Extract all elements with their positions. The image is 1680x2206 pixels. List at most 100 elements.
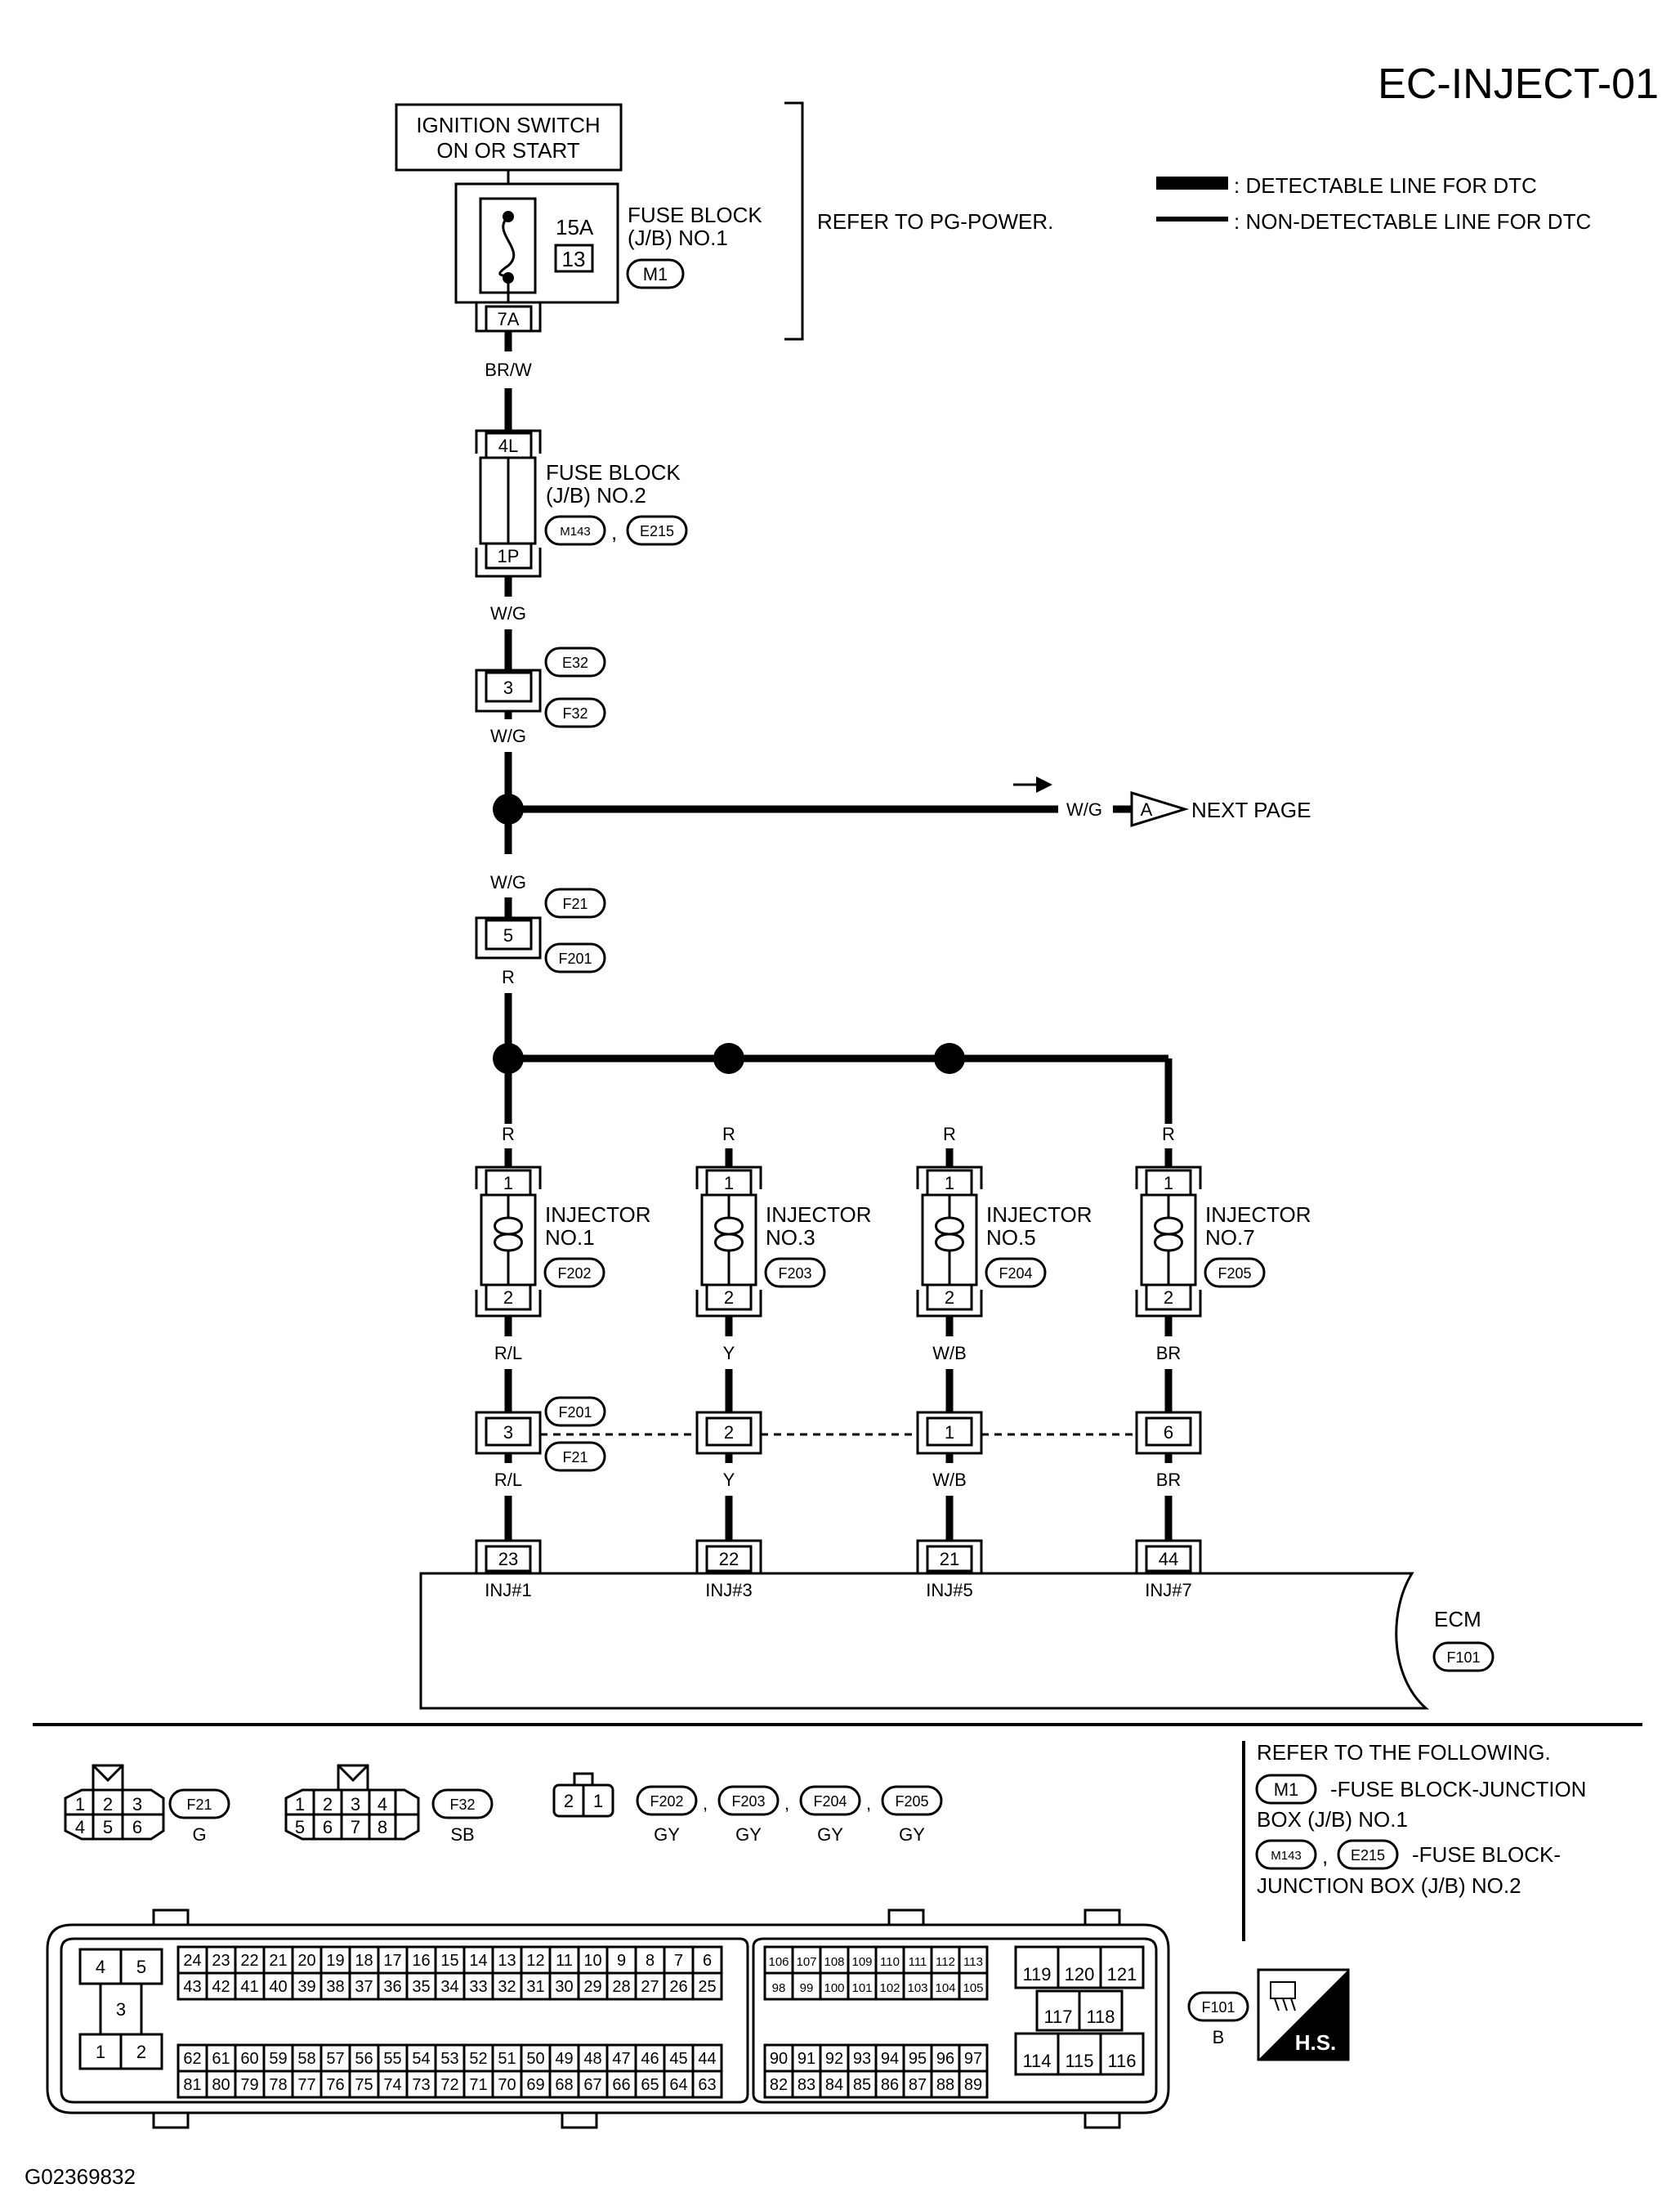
f101-pin-113: 113 bbox=[963, 1955, 983, 1969]
f101-pin-48: 48 bbox=[583, 2050, 601, 2068]
f101-pin-58: 58 bbox=[297, 2050, 315, 2068]
f101-pin-56: 56 bbox=[355, 2050, 373, 2068]
f101-pin-65: 65 bbox=[641, 2076, 659, 2094]
refer-m1-text: -FUSE BLOCK-JUNCTION bbox=[1330, 1777, 1586, 1801]
f101-pin-49: 49 bbox=[555, 2050, 573, 2068]
next-page-label: A bbox=[1141, 799, 1153, 820]
fuse-block-2-term-bottom: 1P bbox=[498, 546, 520, 566]
injector-2-pin1: 1 bbox=[724, 1173, 734, 1193]
inj-pin-2: 2 bbox=[564, 1791, 574, 1811]
f101-pin-92: 92 bbox=[825, 2050, 843, 2068]
f21-pin-5: 5 bbox=[103, 1817, 113, 1837]
f21-pin-2: 2 bbox=[103, 1794, 113, 1814]
f101-pin-64: 64 bbox=[669, 2076, 687, 2094]
fuse-block-2-conn-2: E215 bbox=[640, 523, 674, 539]
f101-pin-66: 66 bbox=[612, 2076, 630, 2094]
f101-pin-90: 90 bbox=[770, 2050, 788, 2068]
f101-pin-84: 84 bbox=[825, 2076, 843, 2094]
f101-pin-107: 107 bbox=[796, 1955, 816, 1969]
fuse-amp: 15A bbox=[556, 215, 594, 239]
f101-pin-28: 28 bbox=[612, 1978, 630, 1996]
f101-pin-68: 68 bbox=[555, 2076, 573, 2094]
wire-label-w-g-3: W/G bbox=[490, 872, 526, 893]
f101-pin-81: 81 bbox=[183, 2076, 201, 2094]
ecm-pin-44: 44 bbox=[1159, 1549, 1178, 1569]
f101-pin-57: 57 bbox=[326, 2050, 344, 2068]
f101-pin-88: 88 bbox=[936, 2076, 954, 2094]
f101-pin-115: 115 bbox=[1065, 2051, 1093, 2071]
f101-pin-52: 52 bbox=[469, 2050, 487, 2068]
f101-pin-91: 91 bbox=[798, 2050, 815, 2068]
f101-pin-121: 121 bbox=[1107, 1964, 1137, 1985]
f101-pin-87: 87 bbox=[909, 2076, 927, 2094]
fuse-block-2-comma: , bbox=[611, 520, 617, 544]
fuse-block-1: 15A 13 FUSE BLOCK (J/B) NO.1 M1 7A bbox=[454, 170, 762, 333]
f101-pin-106: 106 bbox=[768, 1955, 789, 1969]
injector-1-name: INJECTOR bbox=[545, 1202, 651, 1227]
f101-pin-26: 26 bbox=[669, 1978, 687, 1996]
next-page-marker bbox=[1130, 790, 1190, 828]
f101-pin-22: 22 bbox=[240, 1952, 258, 1970]
injector-3-joint-pin: 1 bbox=[945, 1422, 954, 1443]
injector-2-joint-pin: 2 bbox=[724, 1422, 734, 1443]
f101-pin-114: 114 bbox=[1022, 2051, 1051, 2071]
ecm-terminal-label-1: INJ#1 bbox=[485, 1580, 531, 1600]
f101-pin-97: 97 bbox=[964, 2050, 982, 2068]
f101-pin-2: 2 bbox=[136, 2042, 146, 2062]
inj-sep-2: , bbox=[784, 1793, 789, 1814]
f101-pin-59: 59 bbox=[269, 2050, 287, 2068]
injector-3-wire-in: R bbox=[943, 1124, 956, 1144]
ecm-pin-21: 21 bbox=[940, 1549, 959, 1569]
joint3-conn-top: F201 bbox=[558, 1404, 592, 1421]
inj-color-1: GY bbox=[654, 1824, 680, 1845]
f101-pin-62: 62 bbox=[183, 2050, 201, 2068]
diagram-title: EC-INJECT-01 bbox=[1378, 60, 1659, 108]
joint1-pin: 3 bbox=[503, 678, 513, 698]
f32-color: SB bbox=[450, 1824, 474, 1845]
ecm-pin-23: 23 bbox=[498, 1549, 518, 1569]
inj-color-3: GY bbox=[817, 1824, 843, 1845]
connector-face-f32: 1 2 3 4 5 6 7 8 F32 SB bbox=[284, 1764, 494, 1845]
f101-pin-99: 99 bbox=[800, 1981, 814, 1995]
f101-pin-14: 14 bbox=[469, 1952, 487, 1970]
injector-4-wire-in: R bbox=[1162, 1124, 1175, 1144]
f101-pin-27: 27 bbox=[641, 1978, 659, 1996]
f32-pin-2: 2 bbox=[323, 1794, 333, 1814]
f32-pin-7: 7 bbox=[351, 1817, 360, 1837]
ecm-terminal-label-4: INJ#7 bbox=[1145, 1580, 1191, 1600]
f101-pin-38: 38 bbox=[326, 1978, 344, 1996]
f101-pin-3: 3 bbox=[116, 1999, 126, 2020]
f101-pin-17: 17 bbox=[383, 1952, 401, 1970]
f101-pin-4: 4 bbox=[96, 1957, 105, 1977]
f101-pin-72: 72 bbox=[440, 2076, 458, 2094]
f101-pin-36: 36 bbox=[383, 1978, 401, 1996]
f101-pin-39: 39 bbox=[297, 1978, 315, 1996]
f101-pin-21: 21 bbox=[269, 1952, 287, 1970]
injector-4-coil bbox=[1154, 1216, 1183, 1252]
f101-pin-78: 78 bbox=[269, 2076, 287, 2094]
fuse-block-2-sublabel: (J/B) NO.2 bbox=[546, 483, 646, 508]
f101-pin-37: 37 bbox=[355, 1978, 373, 1996]
refer-m1-code: M1 bbox=[1274, 1779, 1299, 1800]
f101-pin-67: 67 bbox=[583, 2076, 601, 2094]
next-page-wire: W/G bbox=[1066, 799, 1102, 820]
f101-pin-85: 85 bbox=[853, 2076, 871, 2094]
refer-pg-power: REFER TO PG-POWER. bbox=[817, 209, 1053, 234]
injector-2-wire-ecm: Y bbox=[723, 1470, 735, 1490]
f101-pin-30: 30 bbox=[555, 1978, 573, 1996]
f101-pin-63: 63 bbox=[698, 2076, 716, 2094]
fuse-block-1-connector: M1 bbox=[643, 264, 668, 284]
injector-2-name: INJECTOR bbox=[766, 1202, 872, 1227]
f101-pin-15: 15 bbox=[440, 1952, 458, 1970]
ignition-label-1: IGNITION SWITCH bbox=[416, 113, 600, 137]
f101-code: F101 bbox=[1201, 1999, 1235, 2016]
fuse-block-1-terminal: 7A bbox=[498, 309, 520, 329]
f32-code: F32 bbox=[449, 1797, 475, 1813]
ignition-label-2: ON OR START bbox=[436, 138, 579, 163]
f101-pin-89: 89 bbox=[964, 2076, 982, 2094]
f101-pin-75: 75 bbox=[355, 2076, 373, 2094]
joint2-conn-bottom: F201 bbox=[558, 951, 592, 967]
f101-pin-33: 33 bbox=[469, 1978, 487, 1996]
